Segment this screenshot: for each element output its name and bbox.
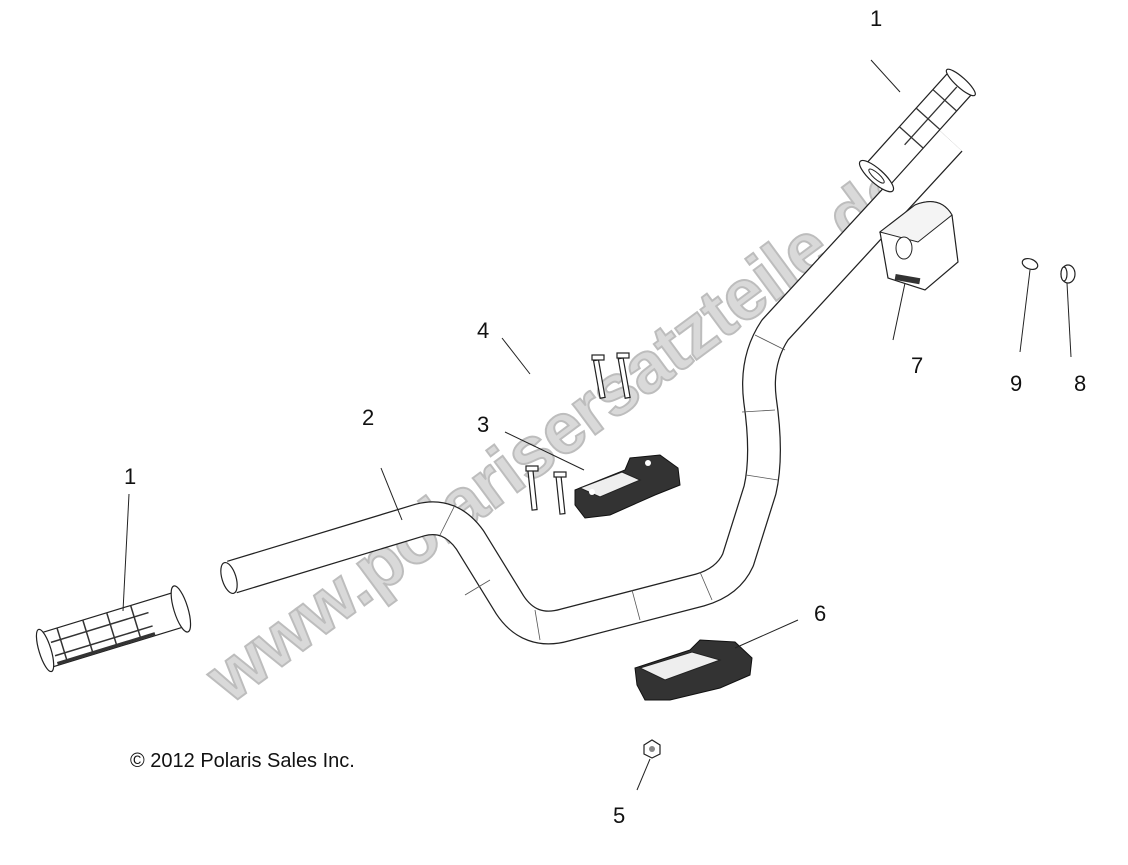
- callout-lower-clamp: 6: [814, 601, 826, 626]
- callout-bolts: 4: [477, 318, 489, 343]
- callout-plug: 8: [1074, 371, 1086, 396]
- bolts: [525, 352, 631, 515]
- upper-clamp: [574, 454, 681, 519]
- callout-grip-left: 1: [124, 464, 136, 489]
- lower-clamp: [634, 639, 753, 701]
- copyright: © 2012 Polaris Sales Inc.: [130, 750, 355, 772]
- handlebar: [220, 128, 963, 645]
- grip-right: [858, 68, 976, 193]
- callout-screw: 9: [1010, 371, 1022, 396]
- callout-handlebar: 2: [362, 405, 374, 430]
- nut: [643, 739, 661, 759]
- grip-left: [35, 585, 192, 673]
- pad: [878, 201, 959, 291]
- plug: [1060, 264, 1076, 284]
- callout-grip-right: 1: [870, 6, 882, 31]
- callout-nut: 5: [613, 803, 625, 828]
- screw: [1021, 257, 1039, 271]
- leader-lines: [122, 59, 1072, 791]
- callout-upper-clamp: 3: [477, 412, 489, 437]
- callout-pad: 7: [911, 353, 923, 378]
